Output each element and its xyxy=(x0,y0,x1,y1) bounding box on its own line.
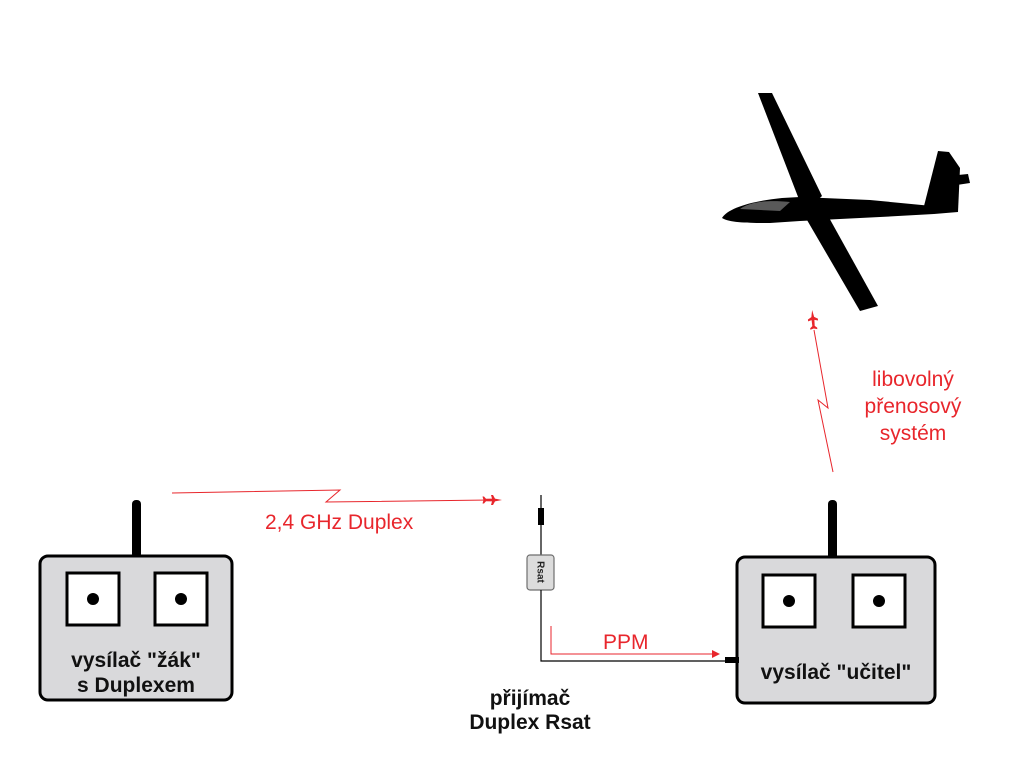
ppm-cable xyxy=(540,590,726,662)
teacher-left-stick-icon xyxy=(783,595,795,607)
student-transmitter-label-line2: s Duplexem xyxy=(77,674,195,697)
student-left-stick-icon xyxy=(87,593,99,605)
any-system-link-line xyxy=(813,329,834,473)
any-system-link xyxy=(807,309,834,473)
ppm-arrowhead-icon xyxy=(712,650,720,658)
receiver-label-line2: Duplex Rsat xyxy=(469,711,591,734)
teacher-trainer-port xyxy=(725,657,739,663)
duplex-link-line xyxy=(171,489,491,503)
duplex-link-label: 2,4 GHz Duplex xyxy=(265,511,414,534)
any-system-label-line2: přenosový xyxy=(864,395,962,418)
any-system-label-line1: libovolný xyxy=(872,368,954,391)
duplex-link-airplane-arrowhead-icon xyxy=(482,495,502,505)
teacher-transmitter-label: vysílač "učitel" xyxy=(760,661,912,684)
receiver-label-line1: přijímač xyxy=(489,687,571,710)
receiver-antenna-base xyxy=(538,508,544,525)
ppm-link xyxy=(550,626,720,658)
student-transmitter-label-line1: vysílač "žák" xyxy=(71,649,201,672)
receiver: Rsat xyxy=(526,495,726,662)
teacher-transmitter xyxy=(725,500,937,705)
ppm-link-line xyxy=(550,626,712,655)
glider-silhouette-icon xyxy=(722,93,970,311)
teacher-right-stick-icon xyxy=(873,595,885,607)
student-antenna xyxy=(132,500,141,558)
student-transmitter xyxy=(38,500,234,702)
ppm-link-label: PPM xyxy=(603,631,649,654)
duplex-link xyxy=(171,489,502,505)
student-right-stick-icon xyxy=(175,593,187,605)
any-system-airplane-arrowhead-icon xyxy=(807,309,819,330)
teacher-antenna xyxy=(828,500,837,560)
any-system-label-line3: systém xyxy=(879,422,947,445)
receiver-module-label: Rsat xyxy=(534,561,545,583)
